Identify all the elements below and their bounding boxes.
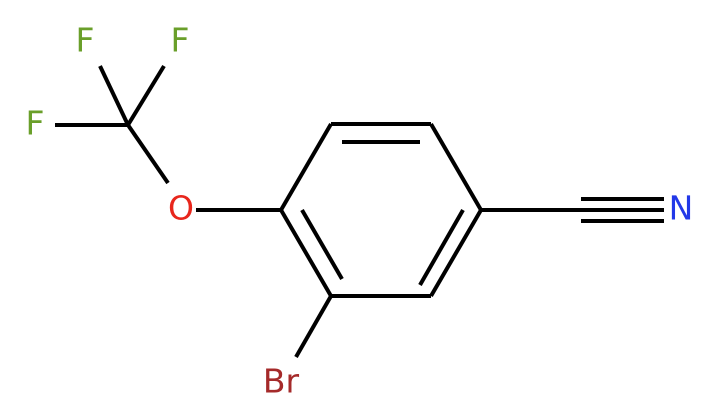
ring-bond-c1-c2 [279, 122, 333, 212]
bond-c-o [126, 123, 170, 185]
ring-double-bond-inner-left [300, 208, 344, 281]
ring-double-bond-inner-right [418, 209, 465, 286]
bromine-label: Br [263, 362, 300, 401]
bond-c-f-top-left [98, 65, 130, 126]
bond-c-f-top-right [126, 64, 166, 127]
fluorine-label-top-left: F [76, 21, 95, 60]
ring-bond-c6-c1 [279, 208, 333, 298]
fluorine-label-left: F [26, 104, 45, 143]
fluorine-label-top-right: F [171, 21, 190, 60]
ring-bond-c3-c4 [429, 122, 483, 212]
ring-bond-c4-c5 [429, 208, 483, 298]
bond-ring-bromine [294, 295, 333, 358]
nitrogen-label: N [669, 189, 694, 228]
oxygen-label: O [168, 189, 194, 228]
